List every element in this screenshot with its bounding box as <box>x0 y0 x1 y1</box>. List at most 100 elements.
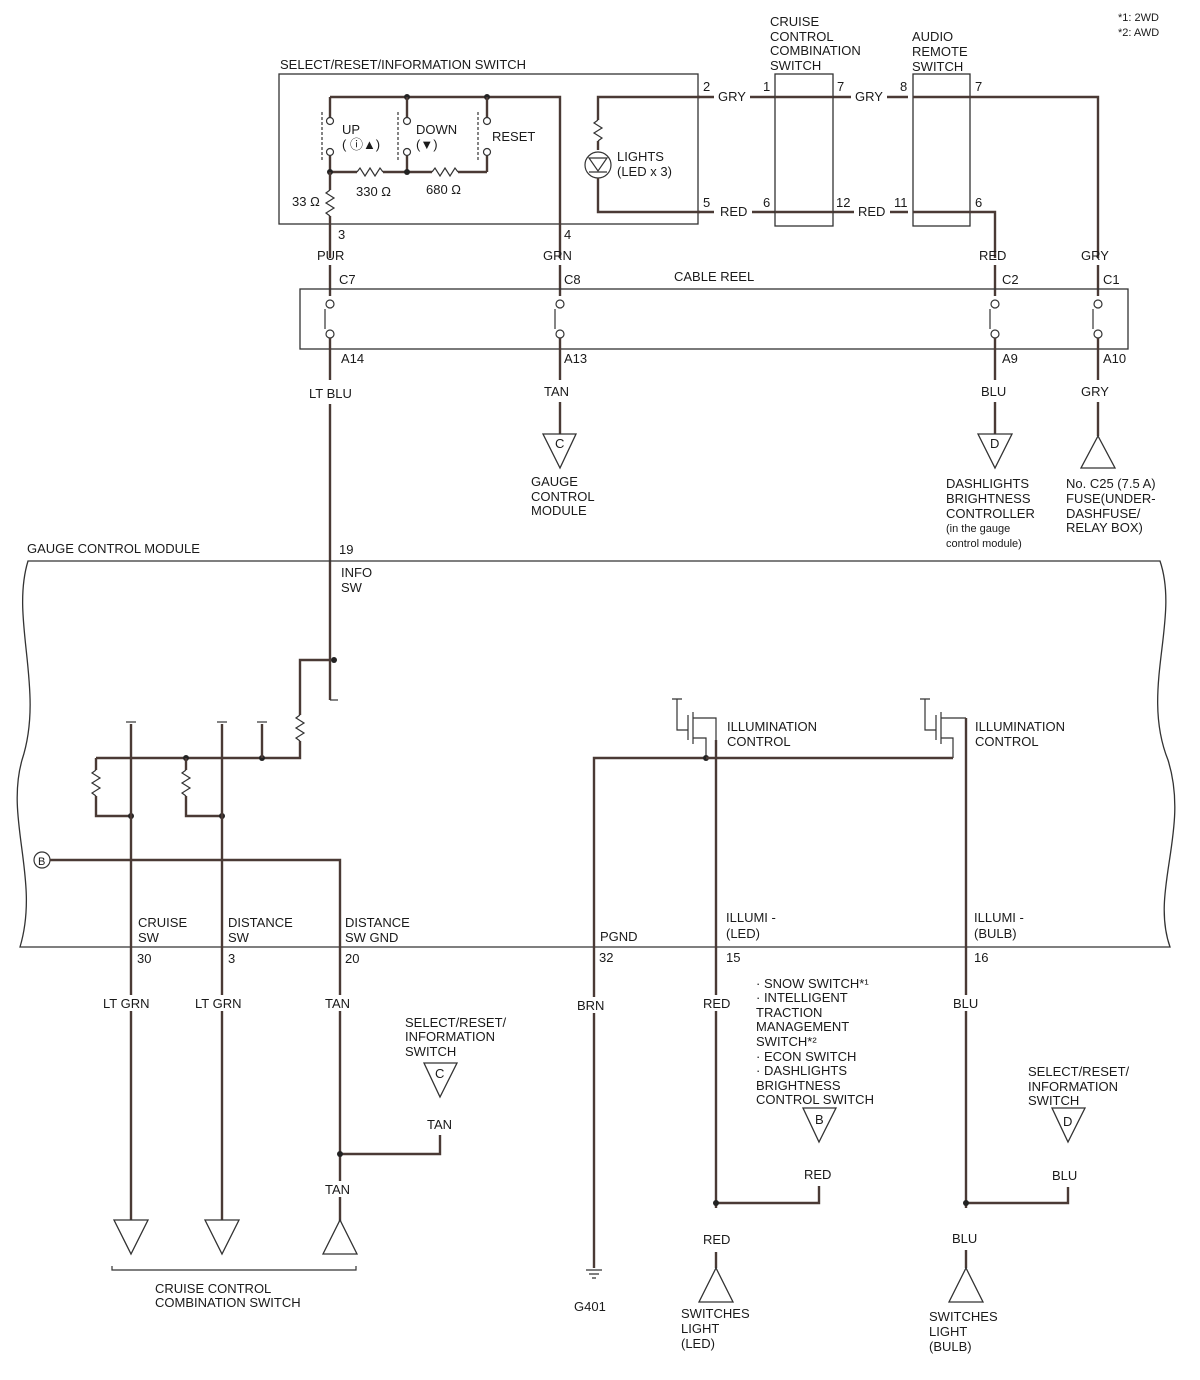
cable-reel-label: CABLE REEL <box>674 269 754 284</box>
switch-list-8: BRIGHTNESS <box>756 1078 841 1093</box>
term-illumi-bulb-2: (BULB) <box>974 926 1017 941</box>
fuse-dest-3: DASHFUSE/ <box>1066 506 1141 521</box>
wire-tan-2: TAN <box>427 1117 452 1132</box>
wire-red-1: RED <box>720 204 747 219</box>
gauge-dest-2: CONTROL <box>531 489 595 504</box>
resistor-330 <box>356 166 384 178</box>
label-bg <box>700 995 736 1011</box>
connector-b-letter-2: B <box>815 1112 824 1127</box>
pin-20: 20 <box>345 951 359 966</box>
connector-b-letter: B <box>38 856 45 868</box>
pin-15: 15 <box>726 950 740 965</box>
term-illumi-bulb-1: ILLUMI - <box>974 910 1024 925</box>
pin-4: 4 <box>564 227 571 242</box>
led-light-tri <box>697 1266 735 1303</box>
wire-distance-gnd <box>50 858 342 1232</box>
pin-30: 30 <box>137 951 151 966</box>
junction <box>963 1200 969 1206</box>
wire <box>966 1187 1070 1205</box>
wire <box>96 741 302 760</box>
r680-label: 680 Ω <box>426 182 461 197</box>
audio-pin-6: 6 <box>975 195 982 210</box>
info-sw-2: SW <box>341 580 363 595</box>
term-pgnd: PGND <box>600 929 638 944</box>
wire-red-c2 <box>970 210 997 258</box>
audio-pin-8: 8 <box>900 79 907 94</box>
term-distance-gnd-1: DISTANCE <box>345 915 410 930</box>
r330-label: 330 Ω <box>356 184 391 199</box>
fuse-dest-1: No. C25 (7.5 A) <box>1066 476 1156 491</box>
junction <box>713 1200 719 1206</box>
r33-label: 33 Ω <box>292 194 320 209</box>
fuse-dest-4: RELAY BOX) <box>1066 520 1143 535</box>
gcm-outline <box>16 560 1176 948</box>
reset-switch <box>477 112 492 160</box>
reset-label: RESET <box>492 129 535 144</box>
switch-list-9: CONTROL SWITCH <box>756 1092 874 1107</box>
illum1-1: ILLUMINATION <box>727 719 817 734</box>
reel-a10: A10 <box>1103 351 1126 366</box>
fuse-triangle <box>1079 434 1117 469</box>
audio-title-3: SWITCH <box>912 59 963 74</box>
reel-c2: C2 <box>1002 272 1019 287</box>
term-distance-gnd-2: SW GND <box>345 930 398 945</box>
reel-a14: A14 <box>341 351 364 366</box>
wire <box>94 796 131 818</box>
label-bg <box>192 995 252 1011</box>
cruise-combo-tri-1 <box>112 1219 150 1256</box>
illum-transistor-1 <box>672 698 717 1208</box>
label-bg <box>950 995 986 1011</box>
term-distance-sw-2: SW <box>228 930 250 945</box>
bulb-light-2: LIGHT <box>929 1324 967 1339</box>
down-symbol: (▼) <box>416 137 438 152</box>
wire-lt-grn-1: LT GRN <box>103 996 149 1011</box>
wire <box>596 178 700 214</box>
wire-pgnd <box>592 756 706 1268</box>
cruise-pin-1: 1 <box>763 79 770 94</box>
cruise-combo-bottom-2: COMBINATION SWITCH <box>155 1295 301 1310</box>
pin-5: 5 <box>703 195 710 210</box>
label-bg <box>851 88 887 104</box>
pin-32: 32 <box>599 950 613 965</box>
label-bg <box>322 995 358 1011</box>
dash-dest-4: (in the gauge <box>946 523 1010 535</box>
up-symbol: ( ⓘ▲) <box>342 137 380 152</box>
reel-c8: C8 <box>564 272 581 287</box>
srs-2: INFORMATION <box>405 1029 495 1044</box>
pin-2: 2 <box>703 79 710 94</box>
switch-box-title: SELECT/RESET/INFORMATION SWITCH <box>280 57 526 72</box>
wire-tan-top: TAN <box>544 384 569 399</box>
audio-title-1: AUDIO <box>912 29 953 44</box>
illum-transistor-2 <box>920 698 966 758</box>
wire-gry-4: GRY <box>1081 384 1109 399</box>
pin-3: 3 <box>338 227 345 242</box>
cruise-combo-tri-2 <box>203 1219 241 1256</box>
led-light-2: LIGHT <box>681 1321 719 1336</box>
wire-blu-3: BLU <box>952 1231 977 1246</box>
led-light-3: (LED) <box>681 1336 715 1351</box>
audio-title-2: REMOTE <box>912 44 968 59</box>
cruise-pin-7: 7 <box>837 79 844 94</box>
switch-list-4: MANAGEMENT <box>756 1019 849 1034</box>
switch-list-2: · INTELLIGENT <box>756 990 848 1005</box>
term-distance-sw-1: DISTANCE <box>228 915 293 930</box>
switch-list-6: · ECON SWITCH <box>756 1049 856 1064</box>
cruise-combo-bottom-1: CRUISE CONTROL <box>155 1281 271 1296</box>
dash-dest-1: DASHLIGHTS <box>946 476 1029 491</box>
cruise-combo-bracket <box>111 1266 357 1271</box>
up-switch <box>321 112 335 160</box>
cruise-combo-title-3: COMBINATION <box>770 43 861 58</box>
junction <box>337 1151 343 1157</box>
reel-contact-3 <box>989 299 1000 339</box>
wire-blu-top: BLU <box>981 384 1006 399</box>
cruise-combo-box <box>774 73 834 227</box>
label-bg <box>322 1181 358 1197</box>
term-illumi-led-2: (LED) <box>726 926 760 941</box>
reel-a9: A9 <box>1002 351 1018 366</box>
wire-red-5: RED <box>804 1167 831 1182</box>
connector-c-letter-2: C <box>435 1066 444 1081</box>
down-switch <box>397 112 412 160</box>
resistor-distance <box>180 769 192 797</box>
term-cruise-sw-2: SW <box>138 930 160 945</box>
pin-16: 16 <box>974 950 988 965</box>
